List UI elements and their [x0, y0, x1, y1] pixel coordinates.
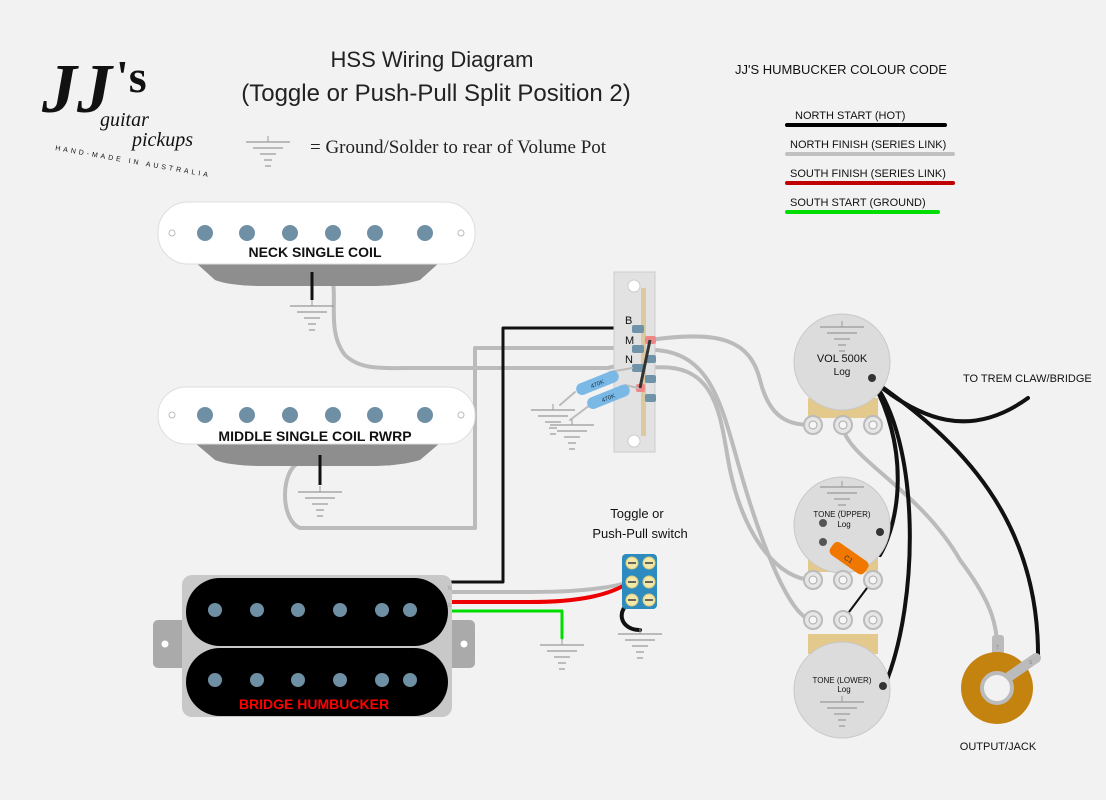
neck-pickup-label: NECK SINGLE COIL [248, 244, 381, 260]
ground-symbol-icon [530, 403, 576, 435]
svg-text:TONE (LOWER): TONE (LOWER) [813, 676, 872, 685]
split-switch-label-1: Toggle or [610, 506, 664, 521]
svg-text:S: S [1029, 660, 1033, 666]
logo-text-part: JJ [41, 51, 114, 128]
svg-text:T: T [996, 645, 999, 651]
split-switch-label-2: Push-Pull switch [592, 526, 687, 541]
bridge-humbucker: BRIDGE HUMBUCKER N S [153, 575, 475, 717]
svg-text:470K: 470K [590, 379, 605, 390]
svg-text:VOL 500K: VOL 500K [817, 353, 868, 365]
svg-text:N: N [448, 586, 452, 592]
title-line2: (Toggle or Push-Pull Split Position 2) [241, 80, 631, 107]
logo-text-part: pickups [130, 129, 193, 151]
svg-text:C1: C1 [842, 554, 853, 565]
bridge-pickup-label: BRIDGE HUMBUCKER [239, 696, 389, 712]
svg-text:Log: Log [837, 520, 850, 529]
ground-note: = Ground/Solder to rear of Volume Pot [310, 137, 607, 158]
pickup-selector-switch[interactable]: B M N [613, 271, 656, 453]
logo-text-part: guitar [100, 109, 149, 131]
tone-lower-pot[interactable]: TONE (LOWER) Log [793, 610, 891, 739]
ground-symbol-icon [245, 135, 291, 167]
colour-code-legend: JJ'S HUMBUCKER COLOUR CODE NORTH START (… [735, 62, 955, 214]
svg-text:Log: Log [834, 367, 851, 378]
output-jack[interactable]: T S [961, 635, 1041, 724]
ground-symbol-icon [539, 638, 585, 670]
legend-label: SOUTH FINISH (SERIES LINK) [790, 168, 946, 180]
title-line1: HSS Wiring Diagram [331, 47, 534, 72]
svg-text:Log: Log [837, 685, 850, 694]
ground-symbol-icon [297, 485, 343, 517]
ground-symbol-icon [549, 418, 595, 450]
ground-symbol-icon [289, 299, 335, 331]
legend-label: SOUTH START (GROUND) [790, 197, 926, 209]
legend-label: NORTH START (HOT) [795, 110, 905, 122]
legend-title: JJ'S HUMBUCKER COLOUR CODE [735, 62, 947, 77]
svg-text:470K: 470K [601, 393, 616, 404]
svg-text:TONE (UPPER): TONE (UPPER) [813, 510, 871, 519]
middle-pickup-label: MIDDLE SINGLE COIL RWRP [218, 428, 411, 444]
resistors: 470K 470K [530, 367, 639, 450]
jack-label: OUTPUT/JACK [960, 741, 1037, 753]
selector-label-m: M [625, 335, 634, 347]
svg-text:S: S [448, 603, 452, 609]
middle-pickup: MIDDLE SINGLE COIL RWRP [157, 386, 476, 517]
logo-text-part: 's [116, 51, 147, 102]
selector-label-n: N [625, 354, 633, 366]
capacitor: C1 [829, 541, 869, 575]
ground-symbol-icon [617, 627, 663, 659]
selector-label-b: B [625, 315, 632, 327]
tone-upper-pot[interactable]: TONE (UPPER) Log C1 [793, 476, 891, 590]
trem-label: TO TREM CLAW/BRIDGE [963, 373, 1092, 385]
volume-pot[interactable]: VOL 500K Log [793, 313, 891, 435]
split-switch[interactable] [622, 554, 657, 609]
neck-pickup: NECK SINGLE COIL [157, 201, 476, 331]
legend-label: NORTH FINISH (SERIES LINK) [790, 139, 946, 151]
